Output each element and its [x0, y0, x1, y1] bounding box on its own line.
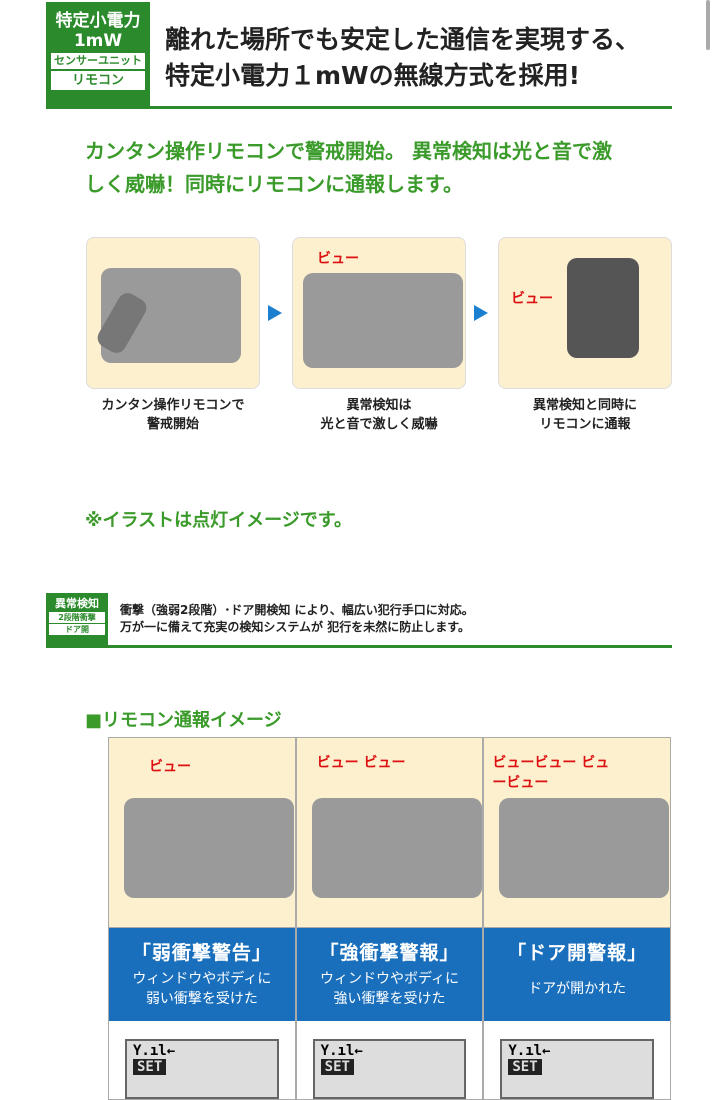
- detection-badge: 異常検知 2段階衝撃 ドア開: [46, 593, 108, 647]
- alert-illustration: ビュー: [109, 738, 295, 928]
- title-line: 離れた場所でも安定した通信を実現する、: [165, 25, 641, 54]
- remote-lcd: Y.ıl←SET: [500, 1039, 655, 1099]
- sound-effect: ビュービュー ビュービュー: [492, 755, 610, 791]
- alert-title: 「ドア開警報」: [507, 942, 648, 964]
- badge-line: 1mW: [73, 31, 123, 51]
- intro-text: カンタン操作リモコンで警戒開始。 異常検知は光と音で激 しく威嚇！同時にリモコン…: [85, 135, 612, 201]
- feature-badge: 特定小電力 1mW センサーユニット リモコン: [46, 2, 150, 108]
- intro-line: しく威嚇！同時にリモコンに通報します。: [85, 172, 463, 196]
- alert-label: 「ドア開警報」ドアが開かれた: [484, 928, 671, 1021]
- caption-line: 異常検知は: [346, 398, 412, 413]
- detection-text: 衝撃（強弱2段階）･ドア開検知 により、幅広い犯行手口に対応。 万が一に備えて充…: [120, 602, 474, 636]
- alert-title: 「弱衝撃警告」: [131, 942, 272, 964]
- alert-illustration: ビュー ビュー: [296, 738, 483, 928]
- caption-line: 光と音で激しく威嚇: [320, 417, 438, 432]
- step-illustration-1: [86, 237, 260, 389]
- title-line: 特定小電力１mWの無線方式を採用!: [165, 61, 581, 90]
- alert-desc: ウィンドウやボディに: [319, 971, 460, 987]
- lcd-set: SET: [133, 1059, 167, 1075]
- alert-label: 「弱衝撃警告」ウィンドウやボディに弱い衝撃を受けた: [109, 928, 295, 1021]
- badge-tag: ドア開: [49, 624, 105, 635]
- remote-lcd: Y.ıl←SET: [125, 1039, 279, 1099]
- alert-illustration: ビュービュー ビュービュー: [484, 738, 671, 928]
- sound-effect: ビュー: [511, 291, 553, 307]
- alert-label: 「強衝撃警報」ウィンドウやボディに強い衝撃を受けた: [296, 928, 483, 1021]
- caption-line: 警戒開始: [146, 417, 199, 432]
- alert-desc: ドアが開かれた: [528, 981, 627, 997]
- lcd-set: SET: [320, 1059, 354, 1075]
- alert-desc: 弱い衝撃を受けた: [145, 991, 258, 1007]
- alert-title: 「強衝撃警報」: [319, 942, 460, 964]
- badge-tag: 2段階衝撃: [49, 612, 105, 623]
- alert-grid: ビュー 「弱衝撃警告」ウィンドウやボディに弱い衝撃を受けた Y.ıl←SET ビ…: [108, 737, 672, 1100]
- caption-line: 異常検知と同時に: [532, 398, 637, 413]
- divider: [46, 106, 672, 109]
- car-icon: [124, 798, 294, 898]
- lcd-status: Y.ıl←: [320, 1043, 363, 1059]
- page-title: 離れた場所でも安定した通信を実現する、 特定小電力１mWの無線方式を採用!: [165, 22, 640, 94]
- remote-lcd: Y.ıl←SET: [312, 1039, 467, 1099]
- illustration-note: ※イラストは点灯イメージです。: [85, 510, 352, 531]
- step-illustration-3: ビュー: [498, 237, 672, 389]
- step-caption: 異常検知と同時にリモコンに通報: [488, 396, 682, 434]
- step-caption: カンタン操作リモコンで警戒開始: [76, 396, 270, 434]
- step-illustration-2: ビュー: [292, 237, 466, 389]
- caption-line: カンタン操作リモコンで: [101, 398, 245, 413]
- alert-desc: 強い衝撃を受けた: [333, 991, 446, 1007]
- lcd-set: SET: [508, 1059, 542, 1075]
- caption-line: リモコンに通報: [539, 417, 631, 432]
- detection-line: 万が一に備えて充実の検知システムが 犯行を未然に防止します。: [120, 620, 471, 634]
- sound-effect: ビュー: [149, 759, 191, 775]
- intro-line: カンタン操作リモコンで警戒開始。 異常検知は光と音で激: [85, 139, 612, 163]
- arrow-icon: [268, 305, 282, 321]
- step-caption: 異常検知は光と音で激しく威嚇: [282, 396, 476, 434]
- badge-line: 異常検知: [55, 597, 99, 610]
- scrollbar[interactable]: [706, 0, 710, 50]
- sound-effect: ビュー: [317, 251, 359, 267]
- lcd-status: Y.ıl←: [133, 1043, 176, 1059]
- alert-column: ビュービュー ビュービュー 「ドア開警報」ドアが開かれた Y.ıl←SET: [483, 737, 672, 1100]
- car-icon: [499, 798, 670, 898]
- sound-effect: ビュー ビュー: [316, 755, 406, 771]
- car-icon: [303, 273, 463, 368]
- section-heading: ■リモコン通報イメージ: [85, 710, 282, 731]
- car-icon: [311, 798, 482, 898]
- alert-desc: ウィンドウやボディに: [132, 971, 272, 987]
- alert-column: ビュー 「弱衝撃警告」ウィンドウやボディに弱い衝撃を受けた Y.ıl←SET: [108, 737, 296, 1100]
- remote-icon: [567, 258, 639, 358]
- arrow-icon: [474, 305, 488, 321]
- badge-tag: センサーユニット: [51, 53, 145, 69]
- alert-column: ビュー ビュー 「強衝撃警報」ウィンドウやボディに強い衝撃を受けた Y.ıl←S…: [295, 737, 484, 1100]
- badge-line: 特定小電力: [55, 11, 141, 31]
- badge-tag: リモコン: [51, 71, 145, 90]
- divider: [46, 645, 672, 648]
- detection-line: 衝撃（強弱2段階）･ドア開検知 により、幅広い犯行手口に対応。: [120, 603, 474, 617]
- lcd-status: Y.ıl←: [508, 1043, 551, 1059]
